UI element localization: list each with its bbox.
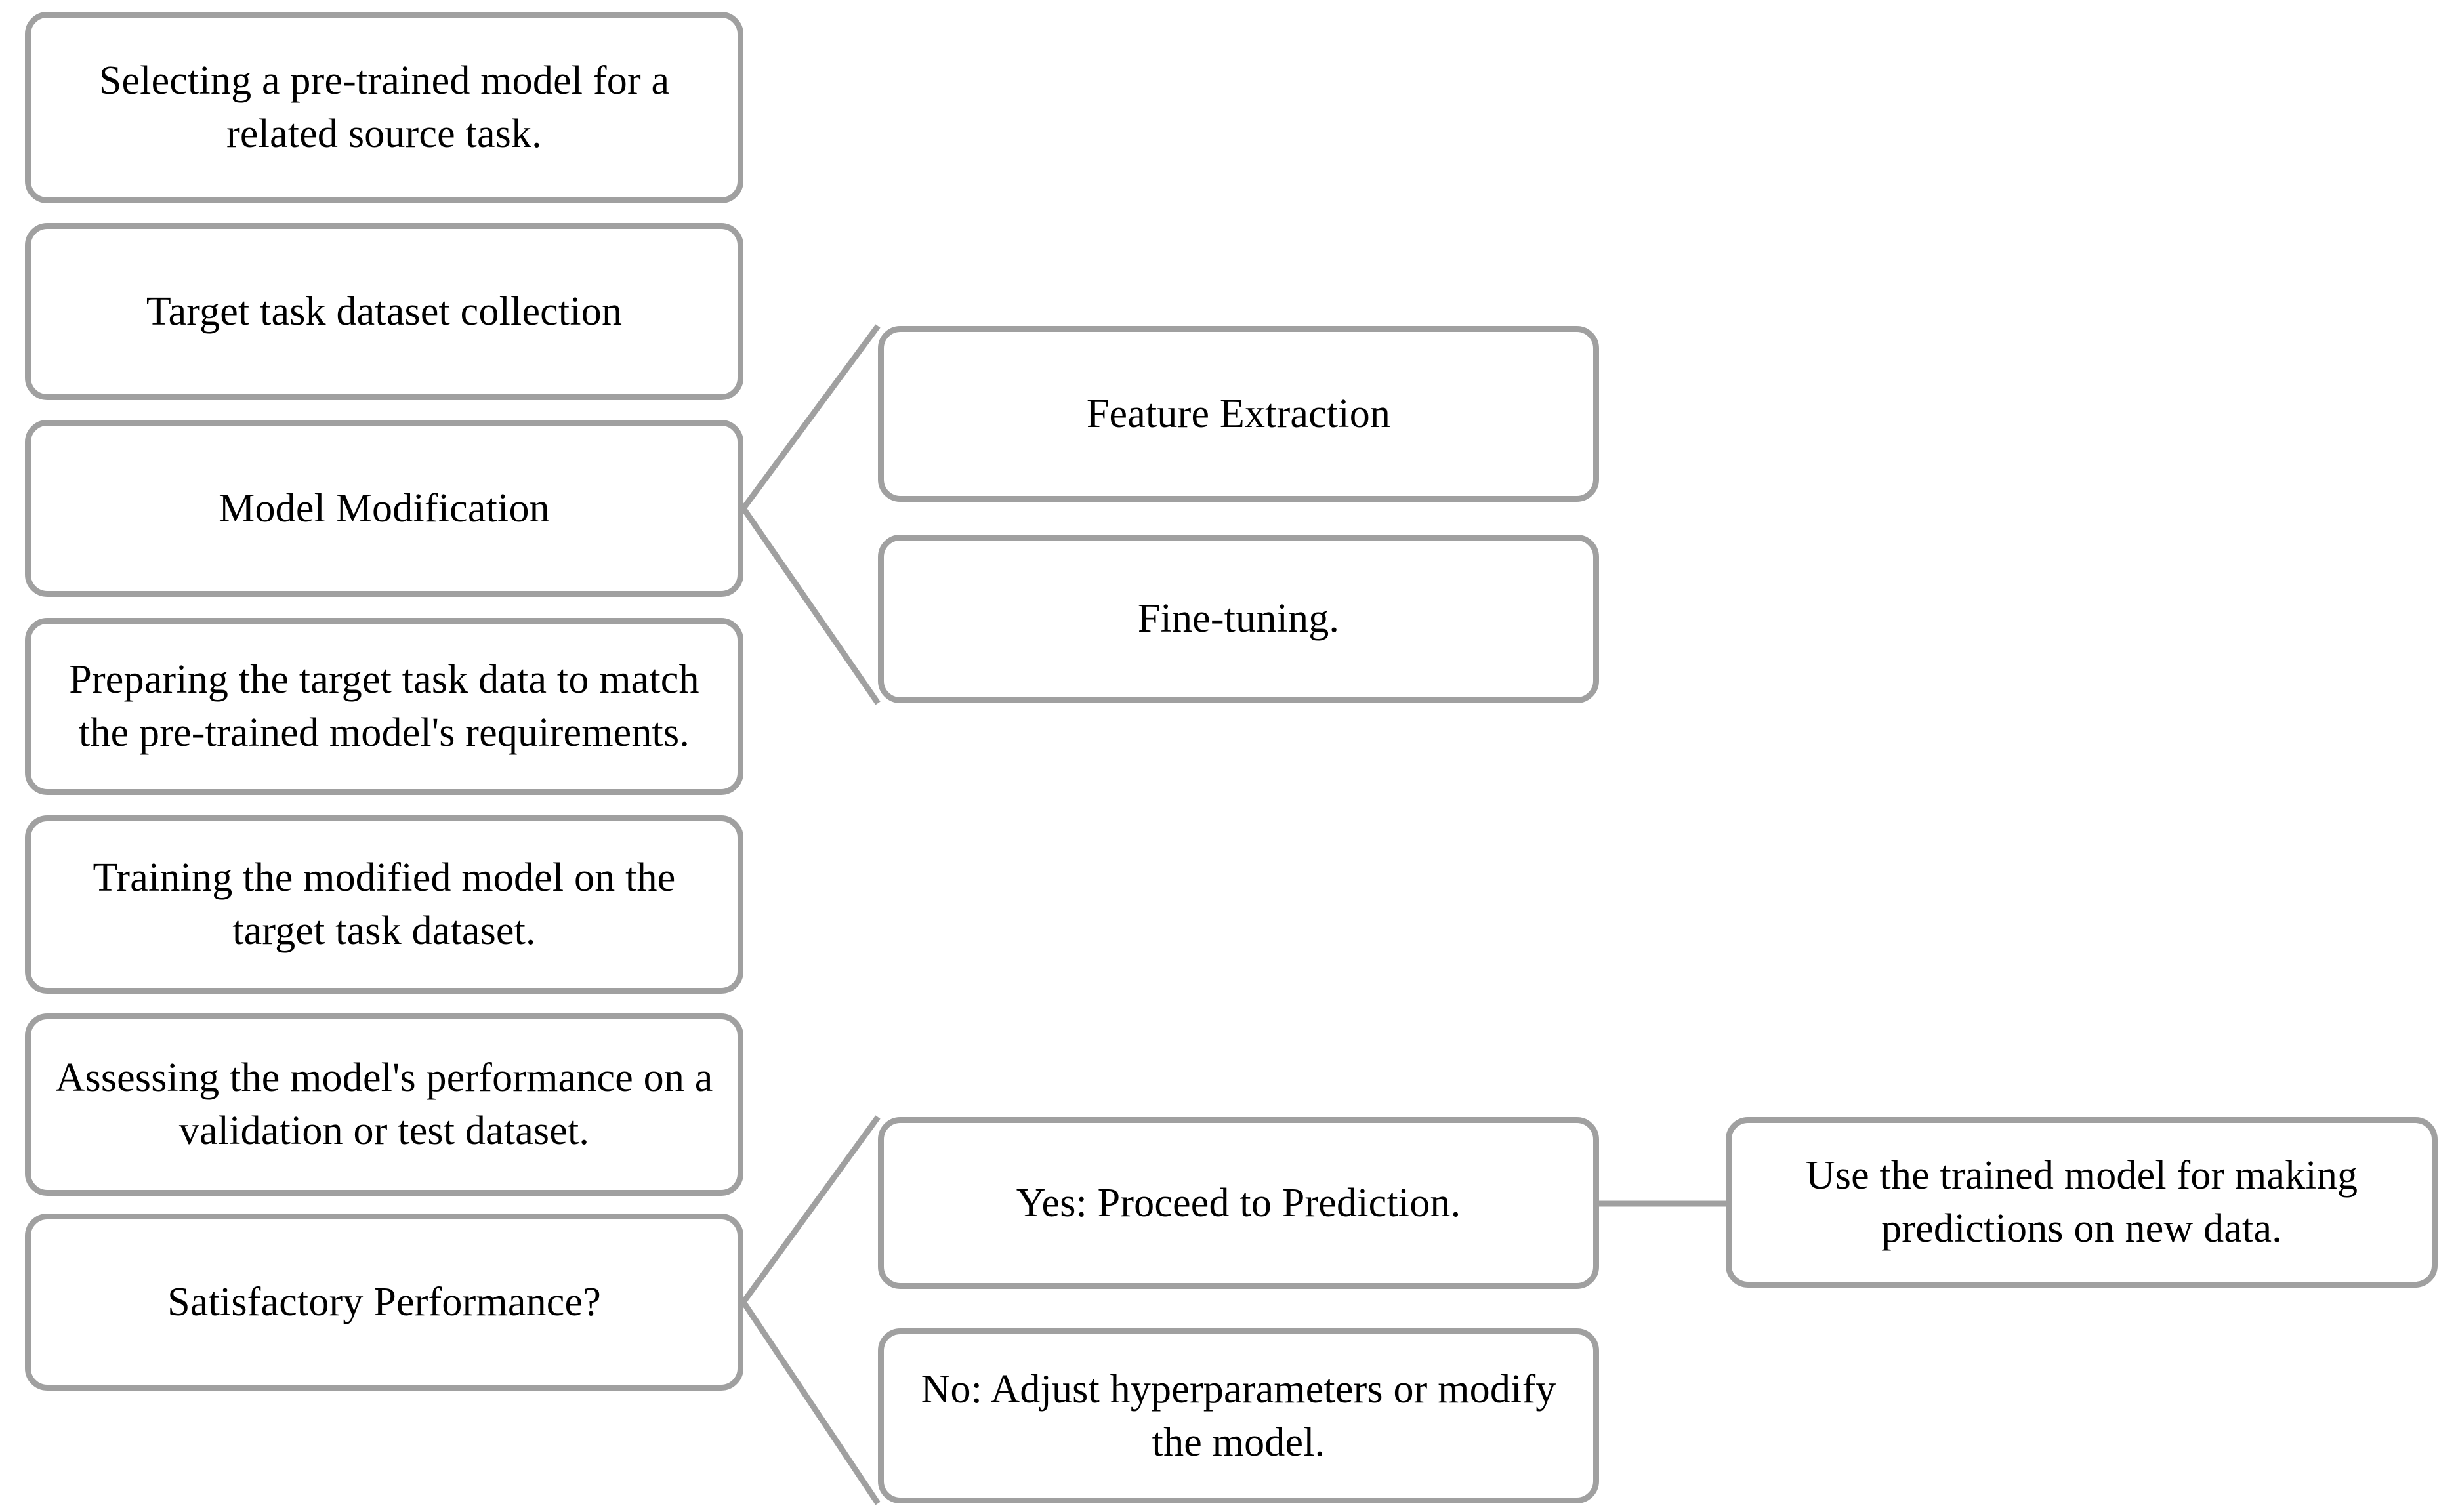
connector-decision-to-yes [741, 1115, 881, 1304]
node-dataset-collection[interactable]: Target task dataset collection [25, 223, 743, 400]
node-label: Preparing the target task data to match … [69, 657, 699, 755]
node-feature-extraction[interactable]: Feature Extraction [878, 326, 1599, 502]
node-model-modification[interactable]: Model Modification [25, 420, 743, 597]
node-label: Feature Extraction [1086, 391, 1391, 436]
node-select-model[interactable]: Selecting a pre-trained model for a rela… [25, 12, 743, 203]
node-label: Target task dataset collection [146, 289, 623, 334]
node-fine-tuning[interactable]: Fine-tuning. [878, 535, 1599, 703]
node-label: Training the modified model on the targe… [93, 855, 676, 953]
node-decision[interactable]: Satisfactory Performance? [25, 1214, 743, 1391]
node-data-preparation[interactable]: Preparing the target task data to match … [25, 618, 743, 795]
connector-mod-to-fine-tuning [741, 506, 881, 705]
node-label: Satisfactory Performance? [167, 1279, 601, 1324]
node-no-branch[interactable]: No: Adjust hyperparameters or modify the… [878, 1328, 1599, 1503]
connector-decision-to-no [741, 1300, 881, 1505]
node-label: Selecting a pre-trained model for a rela… [98, 58, 670, 156]
node-yes-branch[interactable]: Yes: Proceed to Prediction. [878, 1117, 1599, 1289]
node-label: Assessing the model's performance on a v… [55, 1055, 713, 1153]
node-label: Fine-tuning. [1137, 596, 1340, 642]
node-label: Yes: Proceed to Prediction. [1016, 1180, 1461, 1225]
node-label: Model Modification [219, 485, 550, 531]
node-label: No: Adjust hyperparameters or modify the… [921, 1366, 1556, 1465]
node-prediction[interactable]: Use the trained model for making predict… [1726, 1117, 2438, 1288]
node-label: Use the trained model for making predict… [1805, 1153, 2358, 1251]
node-evaluation[interactable]: Assessing the model's performance on a v… [25, 1013, 743, 1196]
connector-mod-to-feature-extraction [741, 324, 881, 510]
node-training[interactable]: Training the modified model on the targe… [25, 815, 743, 994]
